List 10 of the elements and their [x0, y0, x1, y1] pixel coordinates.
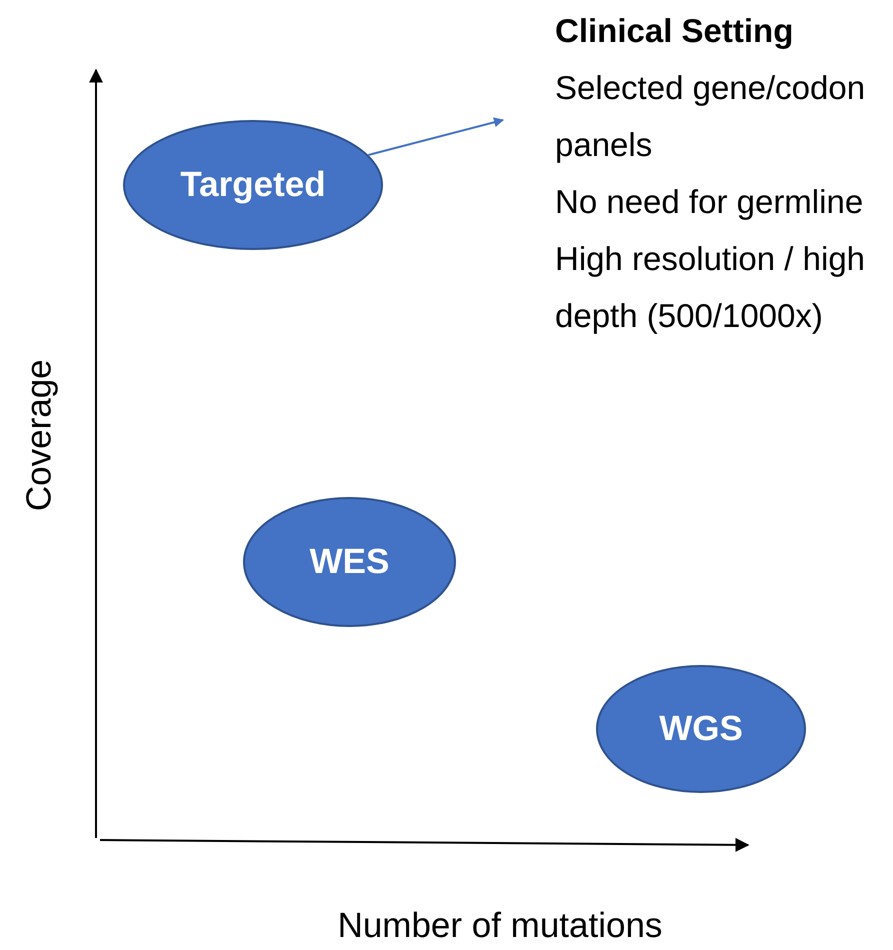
note-text: Selected gene/codon panels	[555, 68, 866, 165]
axis-title: Number of mutations	[338, 905, 662, 947]
axis-title: Coverage	[18, 359, 60, 511]
heading: Clinical Setting	[555, 11, 794, 51]
note-text: High resolution / high depth (500/1000x)	[555, 239, 866, 336]
ellipse-label: Targeted	[180, 164, 326, 206]
ellipse-label: WES	[310, 540, 390, 583]
ellipse-label: WGS	[659, 708, 743, 750]
arrow	[368, 117, 504, 156]
note-text: No need for germline	[555, 182, 864, 222]
